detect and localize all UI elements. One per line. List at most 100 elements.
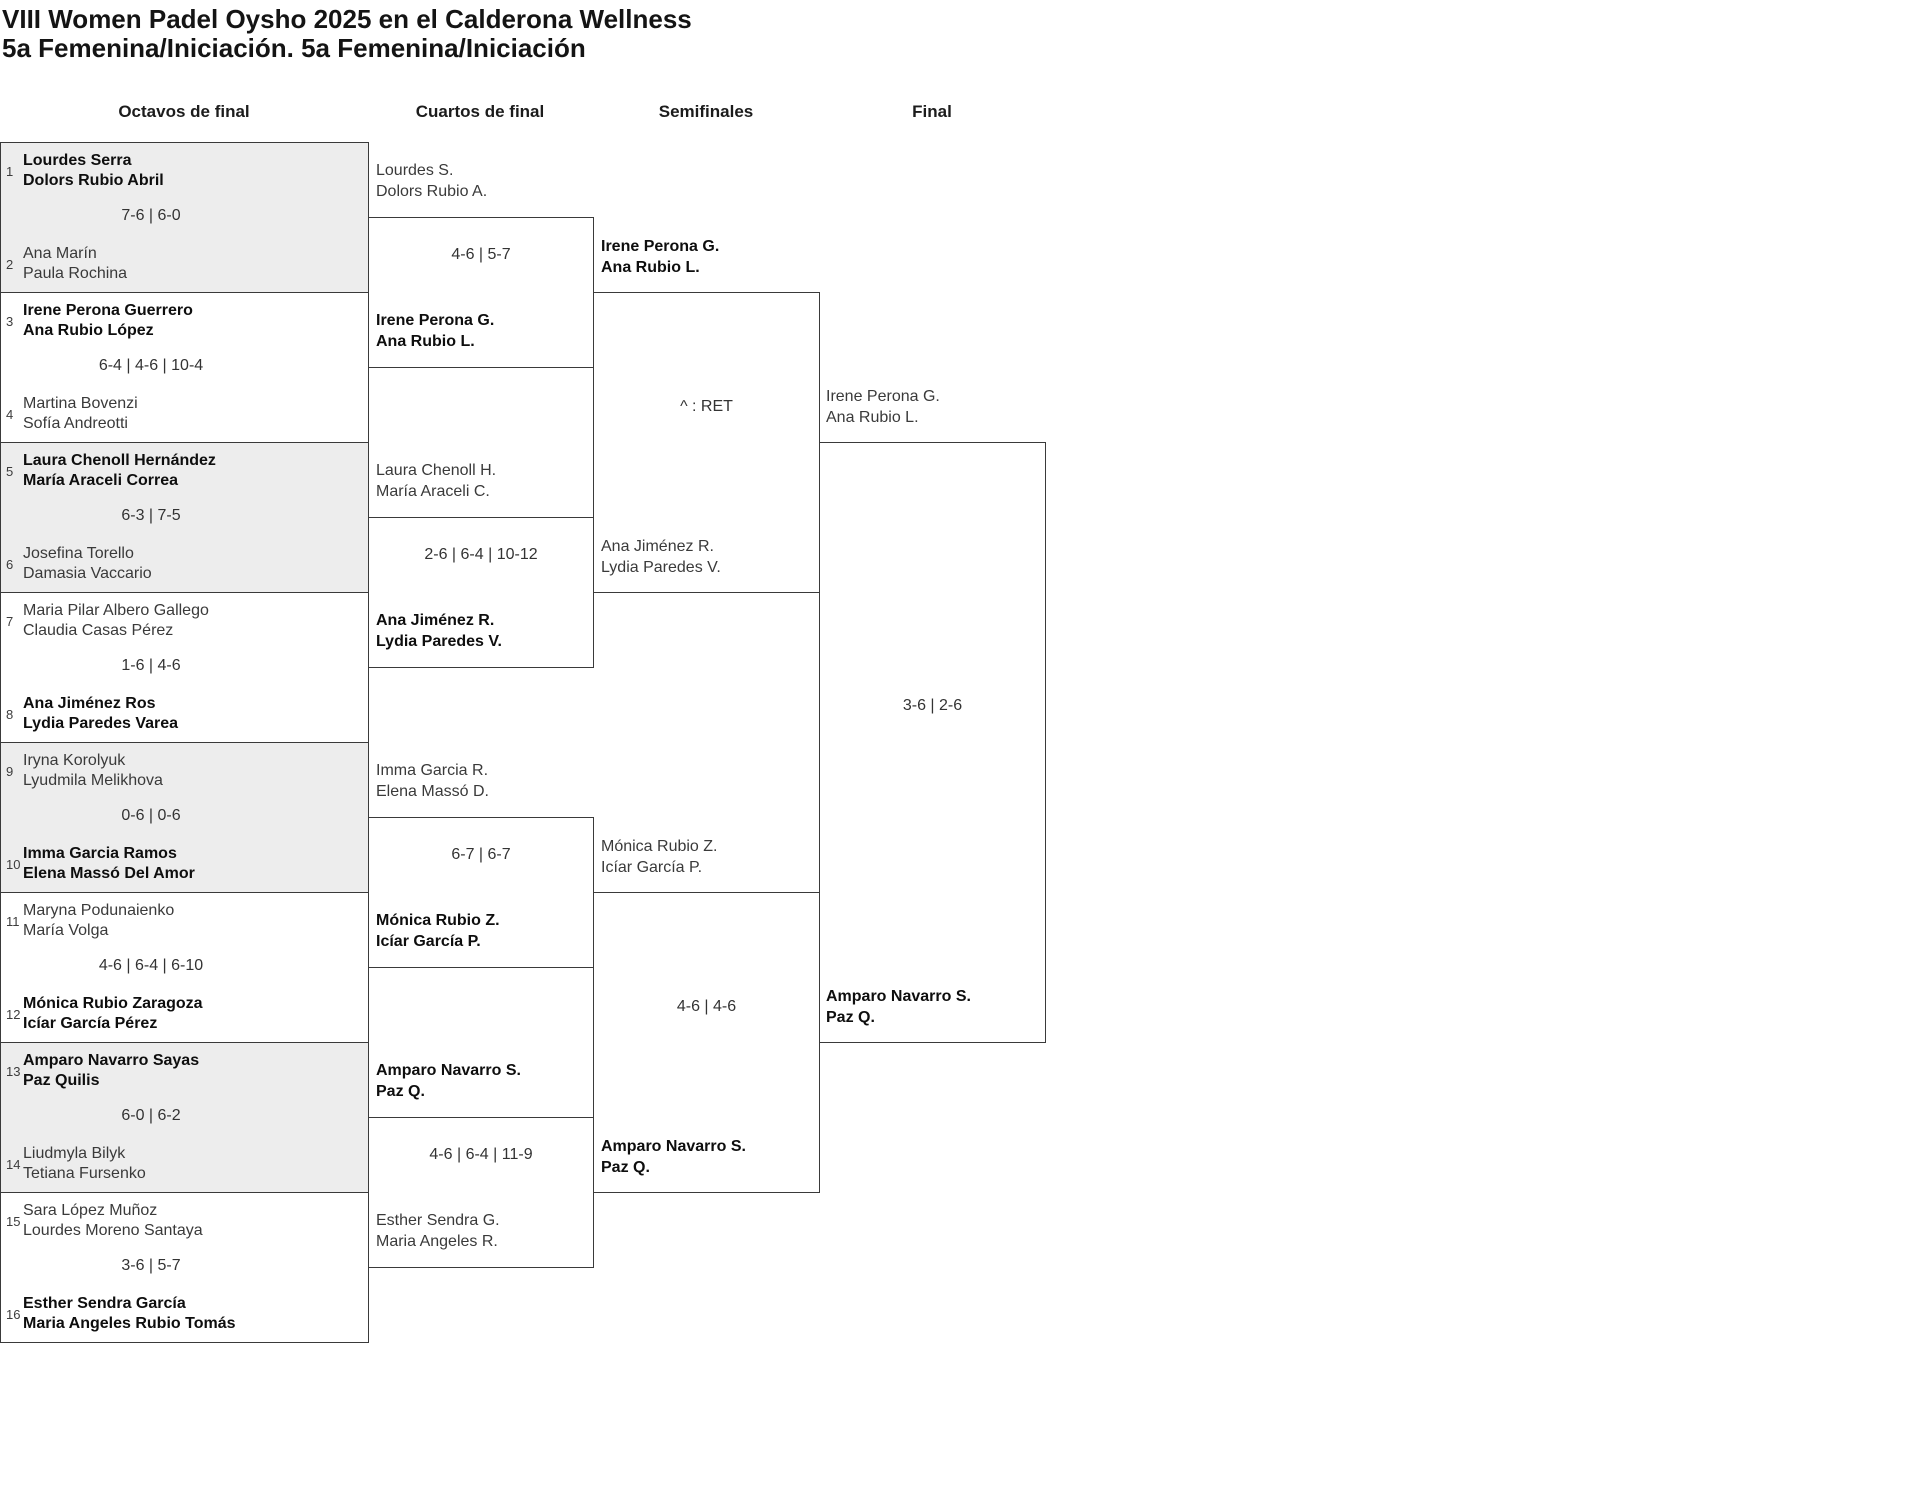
r16-match-8: 15 Sara López Muñoz Lourdes Moreno Santa… [0, 1192, 369, 1343]
player-name: Lydia Paredes V. [601, 559, 721, 576]
seed-number: 11 [6, 913, 20, 929]
player-name: Irene Perona Guerrero [23, 302, 193, 319]
seed-number: 1 [6, 163, 14, 179]
player-name: Martina Bovenzi [23, 395, 138, 412]
player-name: Maria Pilar Albero Gallego [23, 602, 209, 619]
seed-number: 3 [6, 313, 14, 329]
player-name: Amparo Navarro Sayas [23, 1052, 200, 1069]
team-row: 1 Lourdes Serra Dolors Rubio Abril [6, 151, 164, 191]
page-title: VIII Women Padel Oysho 2025 en el Calder… [2, 4, 692, 34]
seed-number: 8 [6, 706, 14, 722]
qf3-score: 6-7 | 6-7 [451, 846, 511, 863]
player-name: Amparo Navarro S. [826, 988, 971, 1005]
seed-number: 6 [6, 556, 14, 572]
team-row: 3 Irene Perona Guerrero Ana Rubio López [6, 301, 193, 341]
seed-number: 2 [6, 256, 14, 272]
match-score: 6-3 | 7-5 [121, 507, 181, 524]
match-score: 7-6 | 6-0 [121, 207, 181, 224]
match-score: 6-4 | 4-6 | 10-4 [98, 357, 204, 374]
qf1-top-team: Lourdes S. Dolors Rubio A. [376, 160, 487, 202]
qf1-bottom-team: Irene Perona G. Ana Rubio L. [376, 310, 494, 352]
team-names: Amparo Navarro Sayas Paz Quilis [23, 1051, 199, 1091]
r16-match-4: 7 Maria Pilar Albero Gallego Claudia Cas… [0, 592, 369, 743]
player-name: Esther Sendra G. [376, 1212, 500, 1229]
player-name: Ana Marín [23, 245, 97, 262]
seed-number: 10 [6, 856, 21, 872]
player-name: Lydia Paredes Varea [23, 715, 179, 732]
team-names: Liudmyla Bilyk Tetiana Fursenko [23, 1144, 146, 1184]
team-names: Lourdes Serra Dolors Rubio Abril [23, 151, 164, 191]
team-row: 7 Maria Pilar Albero Gallego Claudia Cas… [6, 601, 209, 641]
team-names: Imma Garcia Ramos Elena Massó Del Amor [23, 844, 195, 884]
team-row: 5 Laura Chenoll Hernández María Araceli … [6, 451, 216, 491]
player-name: María Volga [23, 922, 109, 939]
player-name: Ana Jiménez R. [376, 612, 495, 629]
round-header-semifinales: Semifinales [658, 102, 754, 121]
qf4-top-team: Amparo Navarro S. Paz Q. [376, 1060, 521, 1102]
player-name: Ana Rubio L. [376, 333, 475, 350]
player-name: Paula Rochina [23, 265, 128, 282]
team-names: Maryna Podunaienko María Volga [23, 901, 174, 941]
team-names: Esther Sendra García Maria Angeles Rubio… [23, 1294, 235, 1334]
team-row: 6 Josefina Torello Damasia Vaccario [6, 544, 152, 584]
player-name: Paz Q. [826, 1009, 875, 1026]
qf4-bottom-team: Esther Sendra G. Maria Angeles R. [376, 1210, 500, 1252]
player-name: Lourdes Moreno Santaya [23, 1222, 203, 1239]
player-name: Icíar García P. [601, 859, 703, 876]
qf4-score: 4-6 | 6-4 | 11-9 [429, 1146, 533, 1163]
seed-number: 9 [6, 763, 14, 779]
team-names: Josefina Torello Damasia Vaccario [23, 544, 152, 584]
team-row: 4 Martina Bovenzi Sofía Andreotti [6, 394, 138, 434]
team-row: 10 Imma Garcia Ramos Elena Massó Del Amo… [6, 844, 195, 884]
r16-match-3: 5 Laura Chenoll Hernández María Araceli … [0, 442, 369, 593]
page-subtitle: 5a Femenina/Iniciación. 5a Femenina/Inic… [2, 33, 586, 63]
team-row: 15 Sara López Muñoz Lourdes Moreno Santa… [6, 1201, 203, 1241]
qf2-score: 2-6 | 6-4 | 10-12 [424, 546, 538, 563]
player-name: Tetiana Fursenko [23, 1165, 146, 1182]
qf1-score: 4-6 | 5-7 [451, 246, 511, 263]
final-box [819, 442, 1046, 1043]
qf3-top-team: Imma Garcia R. Elena Massó D. [376, 760, 489, 802]
player-name: Irene Perona G. [826, 388, 940, 405]
seed-number: 12 [6, 1006, 21, 1022]
seed-number: 4 [6, 406, 14, 422]
player-name: Mónica Rubio Z. [601, 838, 718, 855]
player-name: Sofía Andreotti [23, 415, 128, 432]
team-row: 16 Esther Sendra García Maria Angeles Ru… [6, 1294, 235, 1334]
player-name: Mónica Rubio Z. [376, 912, 500, 929]
player-name: Elena Massó D. [376, 783, 489, 800]
r16-match-2: 3 Irene Perona Guerrero Ana Rubio López … [0, 292, 369, 443]
player-name: María Araceli C. [376, 483, 490, 500]
team-names: Laura Chenoll Hernández María Araceli Co… [23, 451, 216, 491]
round-header-cuartos: Cuartos de final [415, 102, 545, 121]
sf1-top-team: Irene Perona G. Ana Rubio L. [601, 236, 719, 278]
seed-number: 5 [6, 463, 14, 479]
team-row: 14 Liudmyla Bilyk Tetiana Fursenko [6, 1144, 146, 1184]
player-name: Elena Massó Del Amor [23, 865, 195, 882]
team-names: Irene Perona Guerrero Ana Rubio López [23, 301, 193, 341]
sf2-top-team: Mónica Rubio Z. Icíar García P. [601, 836, 718, 878]
match-score: 1-6 | 4-6 [121, 657, 181, 674]
sf1-score: ^ : RET [680, 398, 733, 415]
team-row: 8 Ana Jiménez Ros Lydia Paredes Varea [6, 694, 178, 734]
player-name: Paz Quilis [23, 1072, 100, 1089]
match-score: 4-6 | 6-4 | 6-10 [98, 957, 204, 974]
player-name: Ana Jiménez Ros [23, 695, 156, 712]
seed-number: 14 [6, 1156, 21, 1172]
match-score: 0-6 | 0-6 [121, 807, 181, 824]
round-header-final: Final [912, 102, 952, 121]
player-name: Ana Rubio L. [826, 409, 919, 426]
seed-number: 16 [6, 1306, 21, 1322]
player-name: Dolors Rubio A. [376, 183, 488, 200]
team-names: Martina Bovenzi Sofía Andreotti [23, 394, 138, 434]
player-name: Paz Q. [376, 1083, 425, 1100]
player-name: Icíar García P. [376, 933, 481, 950]
player-name: Laura Chenoll Hernández [23, 452, 216, 469]
player-name: Lourdes S. [376, 162, 454, 179]
seed-number: 13 [6, 1063, 21, 1079]
player-name: Mónica Rubio Zaragoza [23, 995, 203, 1012]
team-names: Iryna Korolyuk Lyudmila Melikhova [23, 751, 163, 791]
player-name: Ana Jiménez R. [601, 538, 714, 555]
qf2-bottom-team: Ana Jiménez R. Lydia Paredes V. [376, 610, 502, 652]
player-name: Maryna Podunaienko [23, 902, 175, 919]
